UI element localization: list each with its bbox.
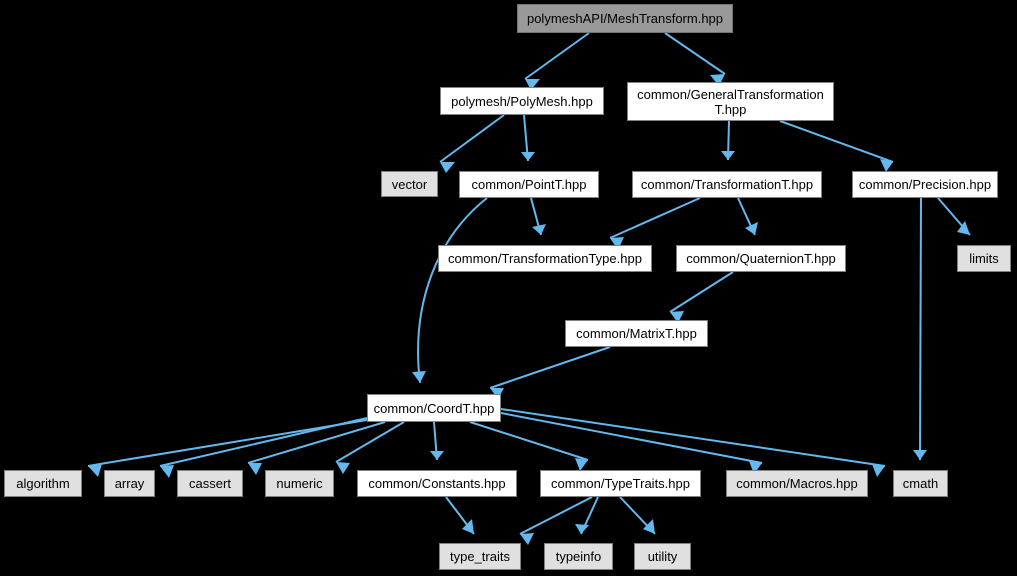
graph-node-quaterniont[interactable]: common/QuaternionT.hpp (676, 245, 846, 272)
graph-node-utility[interactable]: utility (634, 543, 691, 570)
graph-node-generaltransformation[interactable]: common/GeneralTransformation T.hpp (627, 82, 834, 121)
edge-coordt-to-constants (430, 421, 444, 461)
edge-pointt-to-coordt (412, 197, 488, 384)
edge-transformationt-to-transformationtype (609, 197, 701, 250)
edge-quaterniont-to-matrixt (669, 271, 734, 323)
edge-precision-to-limits (937, 197, 971, 236)
graph-node-algorithm[interactable]: algorithm (4, 470, 82, 497)
edge-generaltransformation-to-transformationt (721, 120, 735, 161)
graph-node-pointt[interactable]: common/PointT.hpp (459, 171, 599, 198)
graph-node-typetraits[interactable]: common/TypeTraits.hpp (540, 470, 701, 497)
edge-polymesh-to-vector (439, 114, 505, 173)
edge-coordt-to-array (159, 417, 368, 478)
graph-node-coordt[interactable]: common/CoordT.hpp (367, 394, 501, 422)
edge-constants-to-type_traits (445, 496, 475, 535)
edge-meshtransform-to-generaltransformation (664, 32, 726, 86)
edge-meshtransform-to-polymesh (524, 32, 590, 90)
edge-transformationt-to-quaterniont (737, 197, 758, 236)
graph-node-polymesh[interactable]: polymesh/PolyMesh.hpp (440, 87, 604, 115)
edge-pointt-to-transformationtype (530, 197, 546, 236)
edge-generaltransformation-to-precision (779, 120, 894, 172)
edge-typetraits-to-type_traits (519, 496, 593, 545)
graph-node-array[interactable]: array (104, 470, 155, 497)
graph-node-meshtransform[interactable]: polymeshAPI/MeshTransform.hpp (517, 4, 733, 33)
graph-node-cassert[interactable]: cassert (177, 470, 243, 497)
graph-node-typeinfo[interactable]: typeinfo (544, 543, 613, 570)
edge-precision-to-cmath (913, 197, 927, 461)
graph-node-type_traits[interactable]: type_traits (439, 543, 521, 570)
edge-coordt-to-cassert (247, 421, 386, 475)
edge-coordt-to-macros (500, 412, 763, 474)
graph-node-constants[interactable]: common/Constants.hpp (357, 470, 517, 497)
graph-node-transformationtype[interactable]: common/TransformationType.hpp (438, 245, 652, 272)
edge-typetraits-to-typeinfo (575, 496, 599, 535)
edge-coordt-to-algorithm (87, 419, 368, 477)
graph-node-macros[interactable]: common/Macros.hpp (726, 470, 868, 497)
graph-node-precision[interactable]: common/Precision.hpp (852, 171, 998, 198)
edge-coordt-to-numeric (335, 421, 405, 474)
graph-node-matrixt[interactable]: common/MatrixT.hpp (565, 320, 708, 347)
edge-matrixt-to-coordt (489, 346, 611, 399)
graph-node-numeric[interactable]: numeric (265, 470, 334, 497)
graph-node-vector[interactable]: vector (381, 171, 438, 197)
edge-coordt-to-typetraits (469, 421, 589, 471)
graph-node-cmath[interactable]: cmath (893, 470, 948, 497)
graph-node-transformationt[interactable]: common/TransformationT.hpp (632, 171, 822, 198)
edge-polymesh-to-pointt (521, 114, 535, 162)
edge-typetraits-to-utility (619, 496, 656, 535)
graph-node-limits[interactable]: limits (957, 245, 1011, 272)
edge-coordt-to-cmath (500, 408, 886, 477)
